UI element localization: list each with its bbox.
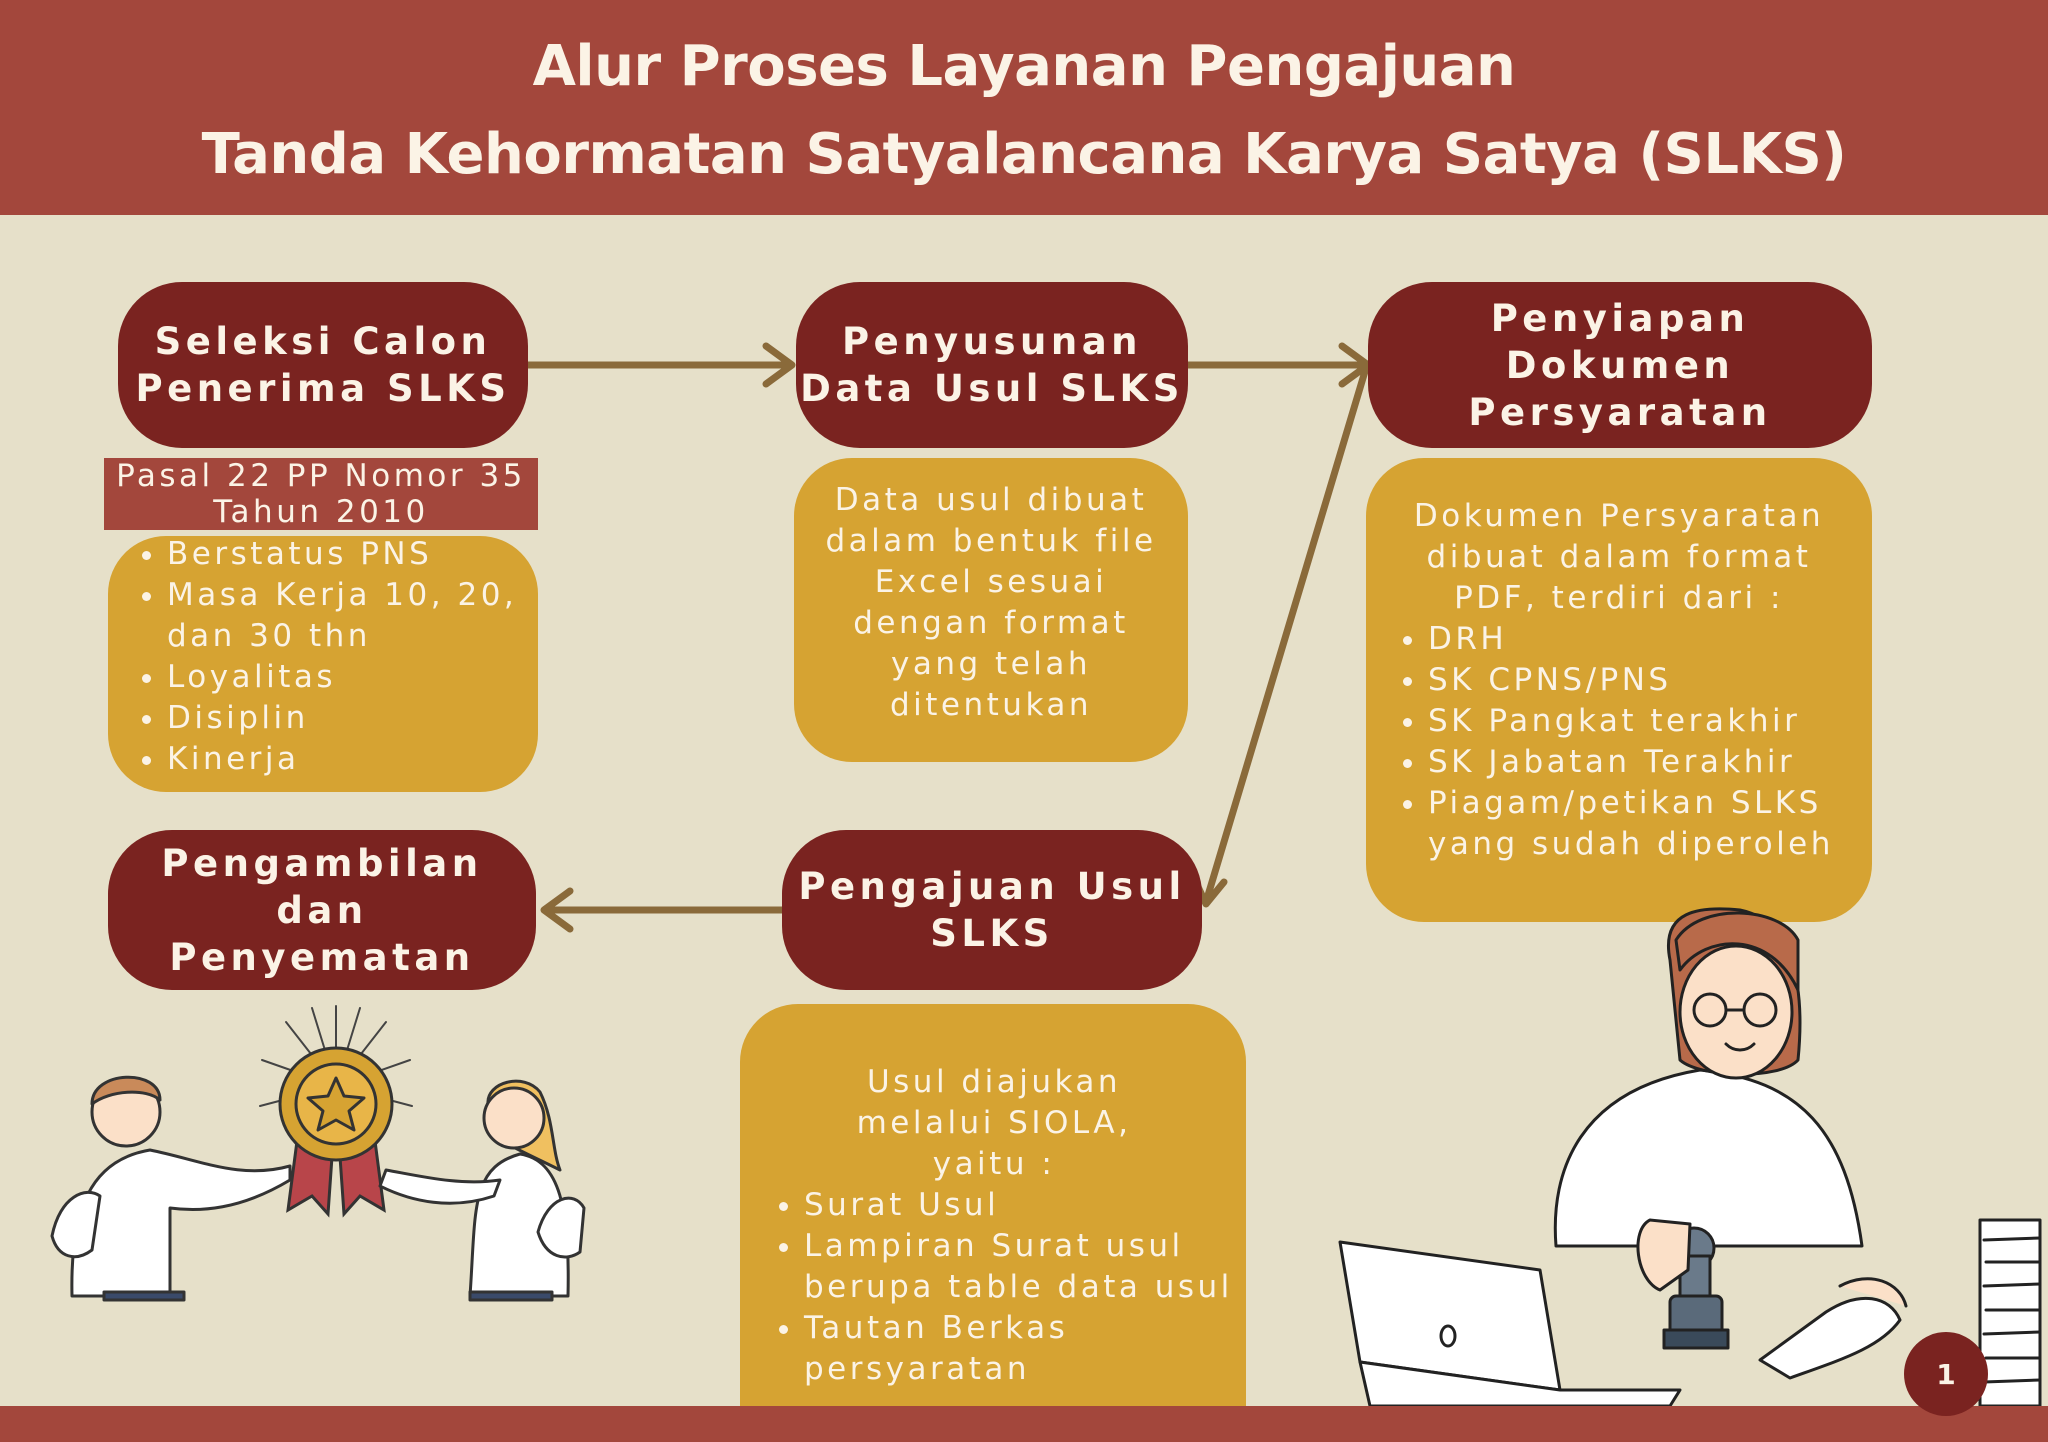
page-number-badge: 1	[1904, 1332, 1988, 1416]
step-penyusunan-line2: Data Usul SLKS	[800, 367, 1184, 410]
list-item: Berstatus PNS	[167, 534, 532, 575]
pengajuan-method-list: Surat Usul Lampiran Surat usul berupa ta…	[746, 1185, 1242, 1390]
regulation-reference: Pasal 22 PP Nomor 35 Tahun 2010	[104, 458, 538, 530]
penyiapan-document-list: DRH SK CPNS/PNS SK Pangkat terakhir SK J…	[1380, 619, 1872, 865]
list-item: SK CPNS/PNS	[1428, 660, 1872, 701]
pengajuan-intro: Usul diajukan melalui SIOLA, yaitu :	[856, 1064, 1132, 1182]
man-figure	[50, 1075, 292, 1302]
arrow-seleksi-to-penyusunan	[524, 342, 796, 388]
penyusunan-detail-box: Data usul dibuat dalam bentuk file Excel…	[794, 458, 1188, 762]
list-item: Surat Usul	[804, 1185, 1242, 1226]
footer-band	[0, 1406, 2048, 1442]
step-penyiapan-line1: Penyiapan Dokumen	[1490, 296, 1750, 387]
seleksi-criteria-box: Berstatus PNS Masa Kerja 10, 20, dan 30 …	[108, 536, 538, 792]
step-penyiapan-dokumen: Penyiapan Dokumen Persyaratan	[1368, 282, 1872, 448]
step-pengambilan-line1: Pengambilan dan	[161, 841, 483, 932]
worker-face	[1678, 944, 1794, 1080]
laptop-icon	[1338, 1240, 1682, 1408]
step-seleksi-line1: Seleksi Calon	[154, 320, 492, 363]
page-title-line1: Alur Proses Layanan Pengajuan	[532, 34, 1516, 99]
penyiapan-intro: Dokumen Persyaratan dibuat dalam format …	[1413, 498, 1825, 616]
page-title-line2: Tanda Kehormatan Satyalancana Karya Saty…	[201, 122, 1847, 187]
arrow-pengajuan-to-pengambilan	[540, 887, 786, 933]
worker-body	[1553, 1068, 1864, 1248]
step-penyusunan-line1: Penyusunan	[841, 320, 1143, 363]
list-item: Kinerja	[167, 739, 532, 780]
list-item: SK Jabatan Terakhir	[1428, 742, 1872, 783]
step-pengajuan-usul: Pengajuan Usul SLKS	[782, 830, 1202, 990]
step-pengajuan-line1: Pengajuan Usul	[798, 865, 1186, 908]
step-pengambilan-line2: Penyematan	[169, 935, 475, 979]
penyiapan-detail-box: Dokumen Persyaratan dibuat dalam format …	[1366, 458, 1872, 922]
step-pengajuan-line2: SLKS	[930, 912, 1054, 955]
header-banner: Alur Proses Layanan Pengajuan Tanda Keho…	[0, 0, 2048, 215]
reference-line2: Tahun 2010	[213, 494, 429, 530]
step-penyusunan-data: Penyusunan Data Usul SLKS	[796, 282, 1188, 448]
document-paper	[1758, 1296, 1902, 1380]
list-item: Tautan Berkas persyaratan	[804, 1308, 1242, 1390]
list-item: Masa Kerja 10, 20, dan 30 thn	[167, 575, 532, 657]
pengajuan-detail-box: Usul diajukan melalui SIOLA, yaitu : Sur…	[740, 1004, 1246, 1406]
reference-line1: Pasal 22 PP Nomor 35	[116, 458, 526, 494]
paper-stack-icon	[1978, 1218, 2042, 1408]
seleksi-criteria-list: Berstatus PNS Masa Kerja 10, 20, dan 30 …	[108, 534, 532, 780]
woman-figure	[378, 1079, 586, 1302]
list-item: DRH	[1428, 619, 1872, 660]
list-item: SK Pangkat terakhir	[1428, 701, 1872, 742]
penyusunan-detail-text: Data usul dibuat dalam bentuk file Excel…	[825, 482, 1157, 723]
list-item: Piagam/petikan SLKS yang sudah diperoleh	[1428, 783, 1872, 865]
step-seleksi-line2: Penerima SLKS	[135, 367, 511, 410]
list-item: Lampiran Surat usul berupa table data us…	[804, 1226, 1242, 1308]
step-penyiapan-line2: Persyaratan	[1468, 390, 1772, 434]
step-pengambilan: Pengambilan dan Penyematan	[108, 830, 536, 990]
medal-icon	[278, 1046, 394, 1218]
list-item: Disiplin	[167, 698, 532, 739]
step-seleksi-calon: Seleksi Calon Penerima SLKS	[118, 282, 528, 448]
list-item: Loyalitas	[167, 657, 532, 698]
